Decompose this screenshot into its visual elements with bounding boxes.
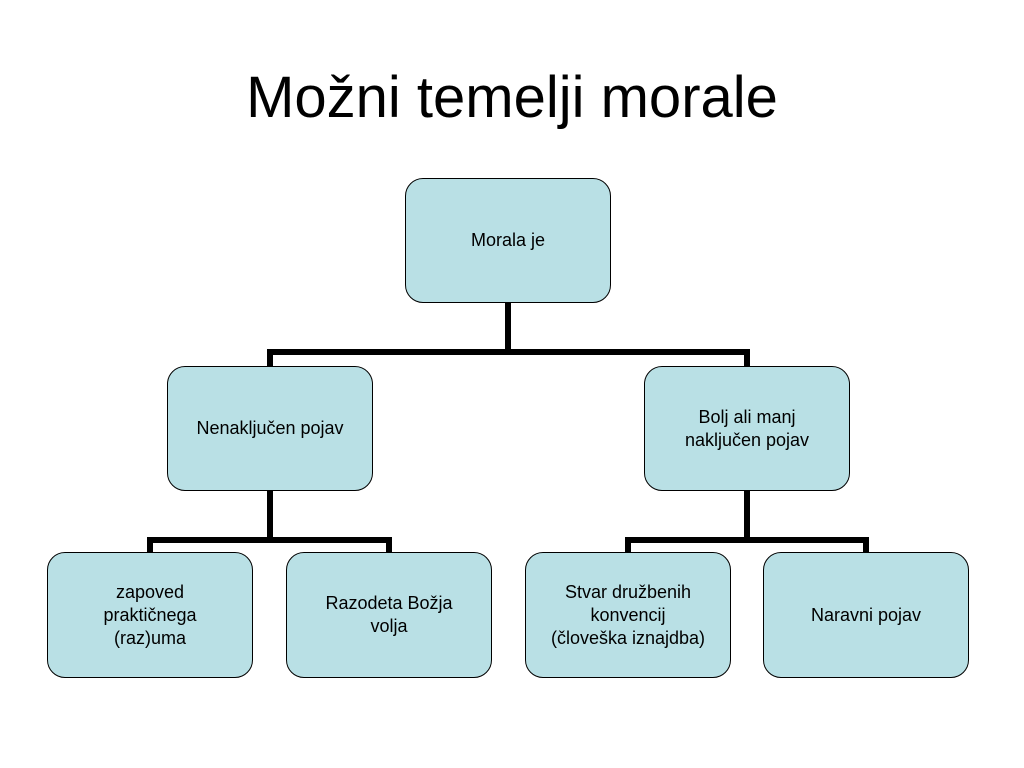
node-command-of-practical-reason: zapoved praktičnega (raz)uma	[47, 552, 253, 678]
node-more-or-less-accidental: Bolj ali manj naključen pojav	[644, 366, 850, 491]
connector-root-to-children	[267, 303, 750, 366]
connector-right-to-children	[625, 491, 869, 552]
node-root: Morala je	[405, 178, 611, 303]
node-natural-phenomenon: Naravni pojav	[763, 552, 969, 678]
connector-left-to-children	[147, 491, 392, 552]
node-social-conventions: Stvar družbenih konvencij (človeška izna…	[525, 552, 731, 678]
node-revealed-divine-will: Razodeta Božja volja	[286, 552, 492, 678]
node-non-accidental: Nenaključen pojav	[167, 366, 373, 491]
slide-title: Možni temelji morale	[246, 65, 778, 130]
